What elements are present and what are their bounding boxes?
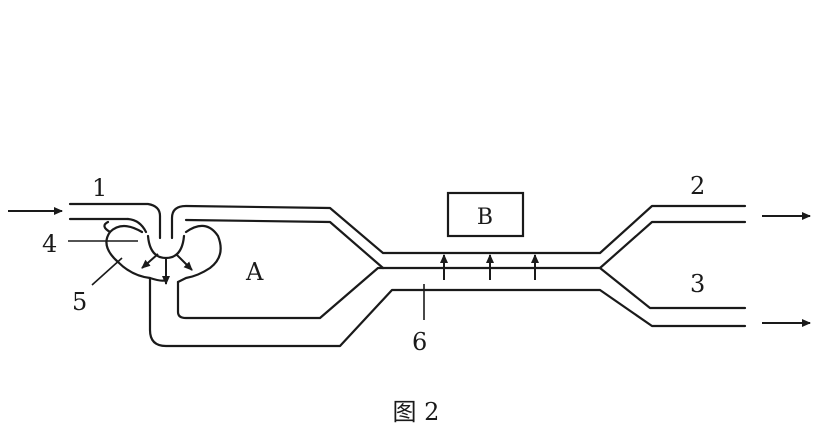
label-b: B: [477, 205, 493, 230]
label-3: 3: [690, 270, 705, 298]
label-1: 1: [92, 174, 107, 202]
renal-tubule-outer: [103, 217, 747, 348]
bowman-capsule-right: [176, 224, 222, 284]
leader-5: [91, 257, 123, 286]
glomerulus: [146, 234, 186, 260]
vessel-lower-wall: [184, 218, 747, 270]
box-b: [446, 191, 525, 238]
label-6: 6: [412, 328, 427, 356]
renal-tubule-inner: [176, 266, 747, 320]
label-5: 5: [72, 288, 87, 316]
label-2: 2: [690, 172, 705, 200]
label-4: 4: [42, 230, 57, 258]
bowman-capsule-left: [105, 224, 168, 282]
figure-caption: 图 2: [392, 398, 440, 426]
efferent-vessel-wall: [170, 204, 747, 255]
filtration-arrow-right: [175, 253, 193, 271]
afferent-arteriole-top-wall: [68, 202, 162, 240]
filtration-arrow-left: [141, 253, 159, 269]
label-a: A: [245, 258, 264, 286]
